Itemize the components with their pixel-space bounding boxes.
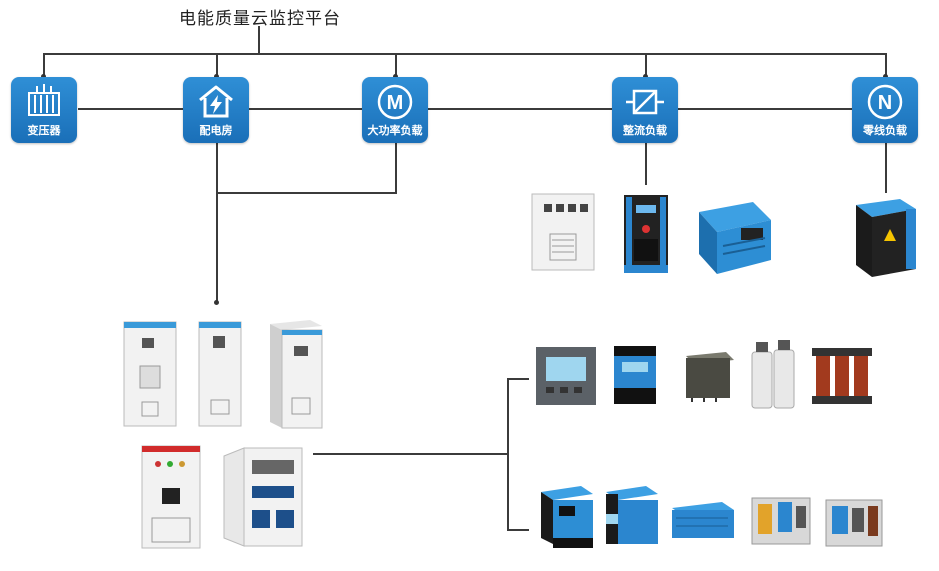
transformer-icon — [28, 84, 60, 116]
hv-cabinet-image — [141, 445, 201, 549]
node-label: 零线负载 — [863, 124, 907, 137]
node-rectifier-load[interactable]: 整流负载 — [612, 77, 678, 143]
svg-text:N: N — [878, 92, 892, 114]
rack-power-module-image — [699, 202, 771, 274]
junction-dot — [643, 74, 648, 79]
capacitor-image — [751, 340, 795, 409]
drop-transformer — [43, 53, 45, 77]
rack-unit-image — [672, 502, 734, 538]
lv-cabinet-image — [270, 320, 323, 429]
rectifier-down-line — [645, 143, 647, 185]
drop-distribution — [216, 53, 218, 77]
drop-neutral — [885, 53, 887, 77]
branch-top-line — [507, 378, 529, 380]
open-cabinet-image — [223, 447, 303, 547]
open-frame-module-image — [825, 499, 883, 547]
node-label: 整流负载 — [623, 124, 667, 137]
three-phase-reactor-image — [812, 348, 872, 404]
node-high-power-load[interactable]: M 大功率负载 — [362, 77, 428, 143]
junction-dot — [883, 74, 888, 79]
node-transformer[interactable]: 变压器 — [11, 77, 77, 143]
reactor-box-image — [686, 352, 734, 402]
motor-m-icon: M — [377, 84, 413, 120]
neutral-filter-unit-image — [856, 199, 916, 277]
branch-bottom-line — [507, 529, 529, 531]
rectifier-icon — [626, 89, 664, 115]
open-frame-module-image — [751, 497, 811, 545]
node-label: 配电房 — [199, 124, 233, 137]
title-stem-line — [258, 26, 260, 54]
motor-return-line — [216, 192, 397, 194]
top-bus-line — [43, 53, 887, 55]
svg-text:M: M — [387, 92, 404, 114]
power-quality-meter-image — [536, 347, 596, 405]
node-distribution-room[interactable]: 配电房 — [183, 77, 249, 143]
junction-dot — [214, 74, 219, 79]
drop-rectifier — [645, 53, 647, 77]
cabinet-feed-line — [313, 453, 508, 455]
active-filter-unit-image — [624, 195, 668, 273]
junction-dot — [214, 300, 219, 305]
neutral-down-line — [885, 143, 887, 193]
node-label: 变压器 — [27, 124, 61, 137]
lv-cabinet-image — [198, 321, 242, 427]
drop-motor — [395, 53, 397, 77]
branch-vertical-line — [507, 378, 509, 530]
lightning-house-icon — [199, 85, 233, 118]
motor-down-line — [395, 143, 397, 193]
harmonic-filter-cabinet-image — [531, 193, 595, 271]
controller-module-image — [614, 346, 656, 404]
neutral-n-icon: N — [867, 84, 903, 120]
main-bus-line — [78, 108, 856, 110]
lv-cabinet-image — [123, 321, 177, 427]
distribution-down-line — [216, 143, 218, 303]
junction-dot — [393, 74, 398, 79]
active-filter-module-image — [541, 486, 593, 548]
node-label: 大功率负载 — [367, 124, 423, 137]
junction-dot — [41, 74, 46, 79]
platform-title: 电能质量云监控平台 — [179, 9, 341, 29]
node-neutral-load[interactable]: N 零线负载 — [852, 77, 918, 143]
svg-module-image — [606, 486, 658, 544]
